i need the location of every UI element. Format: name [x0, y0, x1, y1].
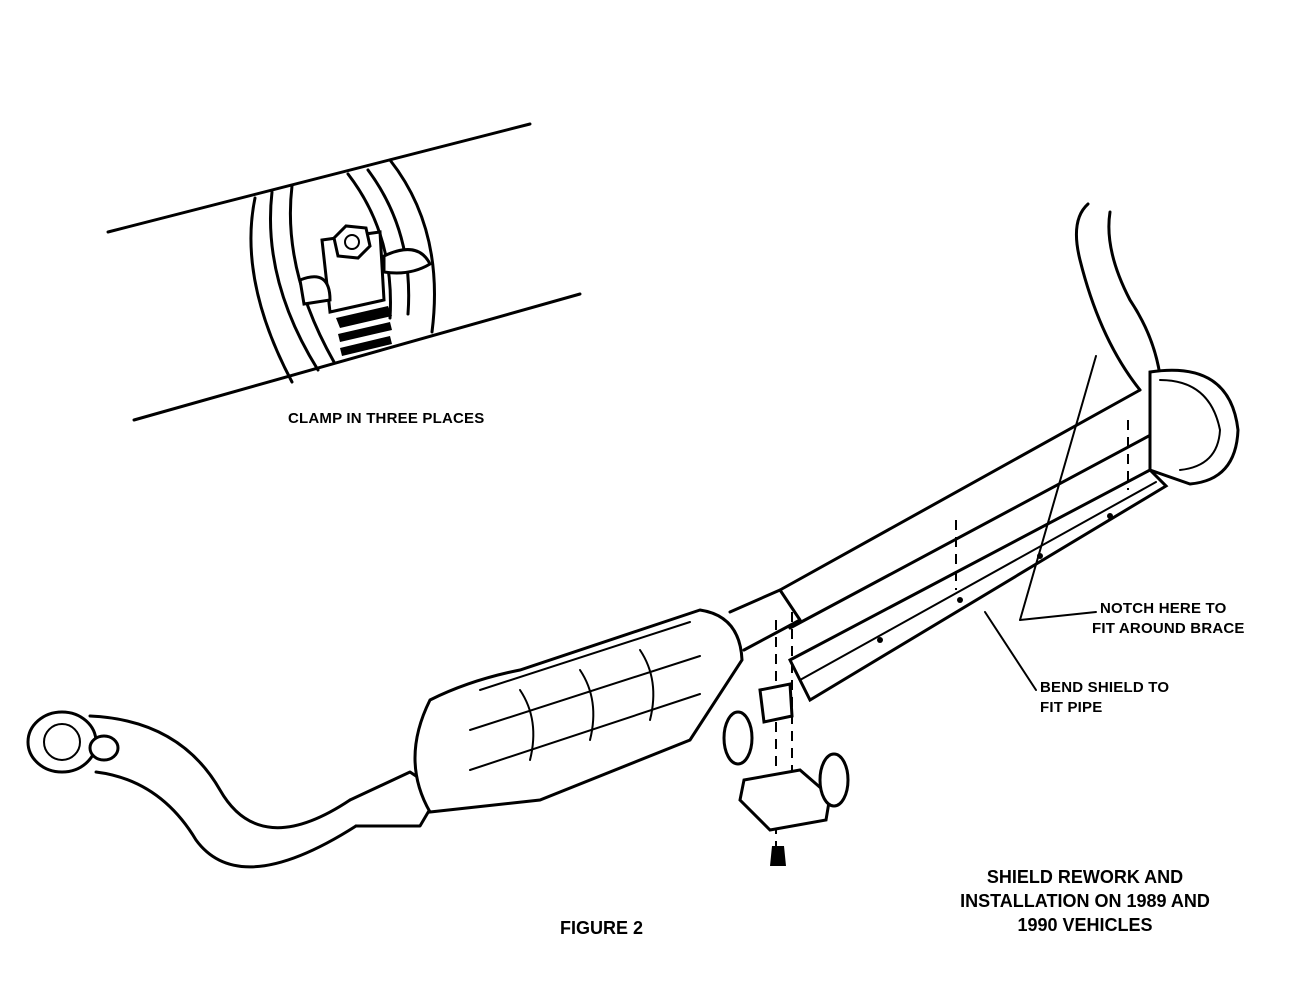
figure-caption: FIGURE 2: [560, 918, 644, 938]
title-line-1: SHIELD REWORK AND: [986, 867, 1184, 887]
notch-label-line1: NOTCH HERE TO: [1100, 600, 1227, 617]
figure-title: SHIELD REWORK AND INSTALLATION ON 1989 A…: [940, 865, 1230, 937]
title-line-2: INSTALLATION ON 1989 AND: [960, 891, 1210, 911]
exhaust-pipe-assembly: [26, 202, 1240, 869]
title-line-3: 1990 VEHICLES: [1017, 915, 1153, 935]
notch-label-line2: FIT AROUND BRACE: [1092, 620, 1245, 637]
bend-label-line2: FIT PIPE: [1040, 699, 1103, 716]
clamp-note: CLAMP IN THREE PLACES: [288, 410, 485, 427]
clamp-detail-inset: [106, 122, 582, 422]
bend-label-line1: BEND SHIELD TO: [1040, 679, 1170, 696]
